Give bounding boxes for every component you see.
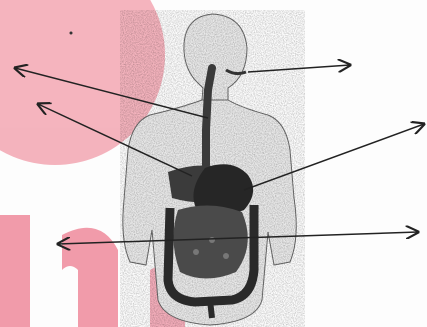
intestine-fold-3 [223,253,229,259]
intestine-fold-2 [193,249,199,255]
intestine-fold-1 [209,237,215,243]
watermark-glyph-1 [0,215,30,327]
speck [70,32,73,35]
rectum [210,300,212,318]
